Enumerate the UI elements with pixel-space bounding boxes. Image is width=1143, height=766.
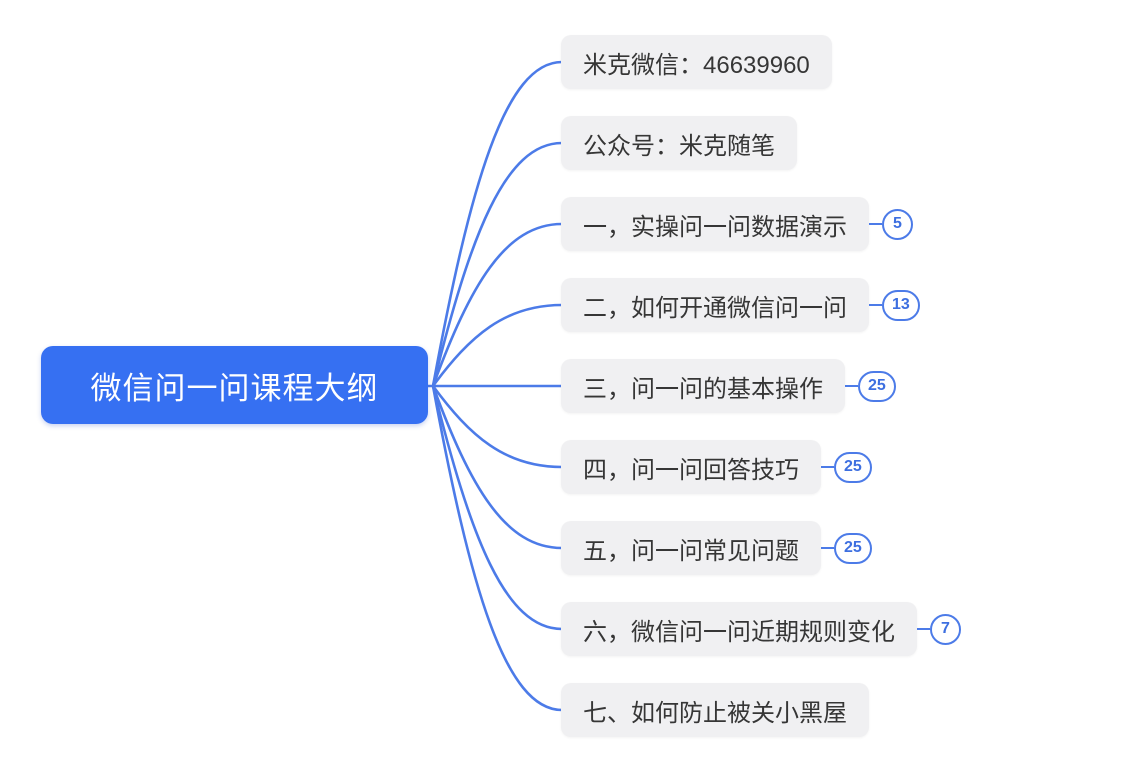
topic-row: 六，微信问一问近期规则变化 7 (561, 602, 961, 656)
topic-row: 七、如何防止被关小黑屋 (561, 683, 869, 737)
badge-connector-line (821, 465, 834, 469)
branch-edge (431, 141, 564, 388)
badge-connector-line (845, 384, 858, 388)
branch-edge (431, 222, 564, 388)
branch-edge (431, 60, 564, 388)
subtopic-node[interactable]: 一，实操问一问数据演示 (561, 197, 869, 251)
topic-count-badge[interactable]: 25 (858, 370, 896, 402)
topic-count-badge[interactable]: 7 (930, 613, 961, 645)
topic-row: 米克微信：46639960 (561, 35, 832, 89)
branch-edge (431, 384, 564, 469)
branch-edge (431, 303, 564, 388)
subtopic-label: 七、如何防止被关小黑屋 (583, 699, 847, 727)
badge-connector-line (917, 627, 930, 631)
subtopic-label: 三，问一问的基本操作 (583, 375, 823, 403)
subtopic-node[interactable]: 七、如何防止被关小黑屋 (561, 683, 869, 737)
badge-connector-line (869, 303, 882, 307)
badge-connector-line (869, 222, 882, 226)
subtopic-node[interactable]: 米克微信：46639960 (561, 35, 832, 89)
subtopic-label: 五，问一问常见问题 (583, 537, 799, 565)
subtopic-node[interactable]: 六，微信问一问近期规则变化 (561, 602, 917, 656)
subtopic-node[interactable]: 三，问一问的基本操作 (561, 359, 845, 413)
topic-row: 四，问一问回答技巧 25 (561, 440, 872, 494)
topic-row: 三，问一问的基本操作 25 (561, 359, 896, 413)
branch-edge (431, 384, 564, 550)
subtopic-label: 一，实操问一问数据演示 (583, 213, 847, 241)
topic-row: 二，如何开通微信问一问 13 (561, 278, 920, 332)
topic-count-badge[interactable]: 25 (834, 451, 872, 483)
subtopic-label: 四，问一问回答技巧 (583, 456, 799, 484)
branch-edge (431, 384, 564, 631)
topic-row: 一，实操问一问数据演示 5 (561, 197, 913, 251)
subtopic-label: 米克微信：46639960 (583, 51, 810, 79)
root-topic[interactable]: 微信问一问课程大纲 (41, 346, 428, 424)
topic-row: 公众号：米克随笔 (561, 116, 797, 170)
subtopic-label: 公众号：米克随笔 (583, 132, 775, 160)
topic-row: 五，问一问常见问题 25 (561, 521, 872, 575)
root-topic-label: 微信问一问课程大纲 (90, 370, 379, 406)
topic-count-badge[interactable]: 25 (834, 532, 872, 564)
subtopic-node[interactable]: 二，如何开通微信问一问 (561, 278, 869, 332)
subtopic-node[interactable]: 四，问一问回答技巧 (561, 440, 821, 494)
subtopic-label: 六，微信问一问近期规则变化 (583, 618, 895, 646)
branch-edge (431, 384, 564, 712)
topic-count-badge[interactable]: 5 (882, 208, 913, 240)
subtopic-label: 二，如何开通微信问一问 (583, 294, 847, 322)
subtopic-node[interactable]: 五，问一问常见问题 (561, 521, 821, 575)
subtopic-node[interactable]: 公众号：米克随笔 (561, 116, 797, 170)
topic-count-badge[interactable]: 13 (882, 289, 920, 321)
badge-connector-line (821, 546, 834, 550)
